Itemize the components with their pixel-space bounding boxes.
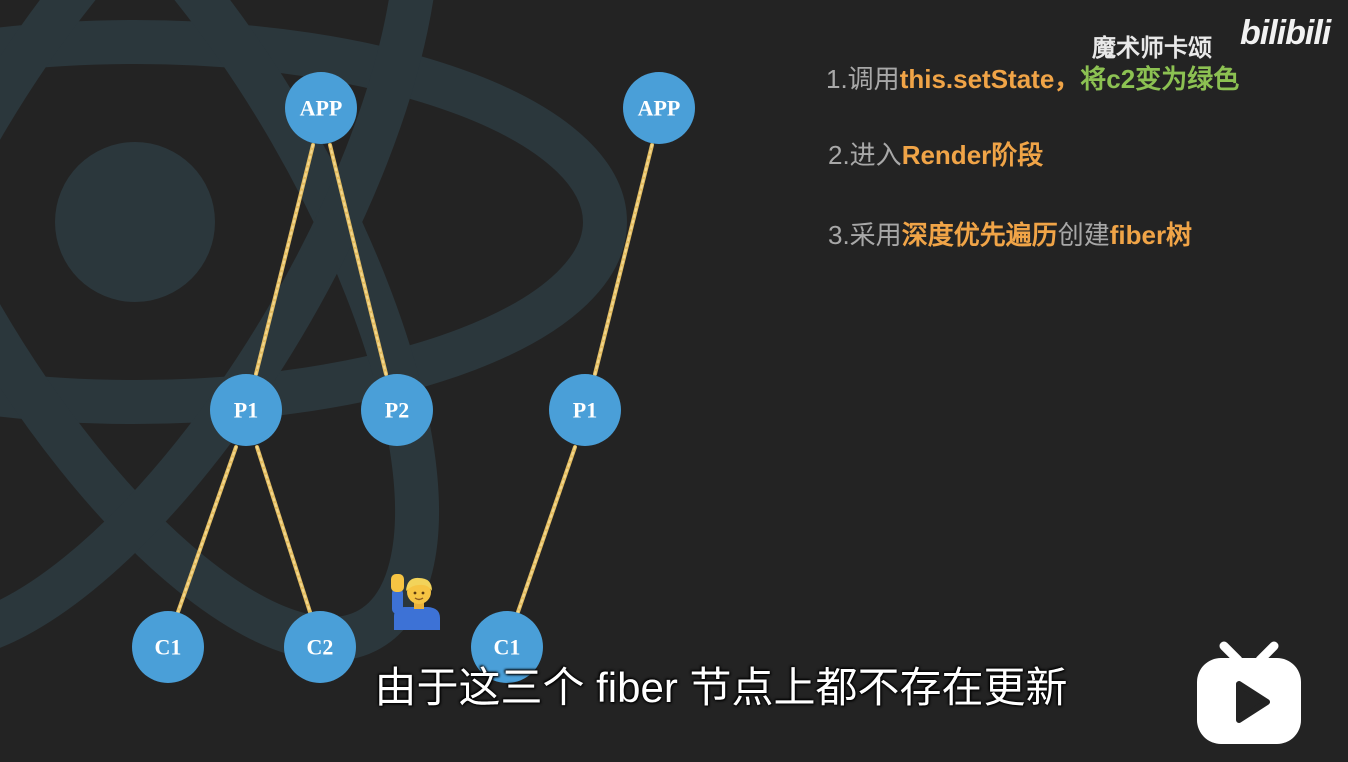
node-label: APP [300,96,343,121]
video-subtitle: 由于这三个 fiber 节点上都不存在更新 [374,664,1068,711]
step-2: 2.进入Render阶段 [828,138,1043,172]
edge-texture [177,446,237,613]
node-label: C1 [155,635,182,660]
node-label: C1 [494,635,521,660]
node-label: C2 [307,635,334,660]
step-2-prefix: 2.进入 [828,140,902,170]
step-3-prefix: 3.采用 [828,220,902,250]
step-3-verb: 创建 [1057,220,1110,250]
tree-right: APP P1 C1 [471,72,695,683]
edge-texture [517,446,576,613]
node-p2: P2 [361,374,433,446]
edge-app-p2 [328,143,388,376]
node-app-left: APP [285,72,357,144]
bilibili-tv-icon [1197,641,1301,744]
step-3-fiber-tree: fiber树 [1109,220,1193,250]
edge-app-p1-right [593,143,654,376]
node-label: P2 [385,398,409,423]
step-3-traversal: 深度优先遍历 [901,220,1058,250]
tree-edges [176,143,654,614]
tree-left: APP P1 P2 C1 C2 [132,72,433,683]
node-label: P1 [573,398,597,423]
step-2-phase: Render阶段 [901,140,1044,170]
edge-app-p1-left [254,143,315,376]
step-1-prefix: 1.调用 [826,64,900,94]
step-3: 3.采用深度优先遍历创建fiber树 [828,218,1192,252]
edge-texture [256,446,311,613]
node-c1-left: C1 [132,611,204,683]
step-1-effect: 将c2变为绿色 [1080,64,1240,94]
node-p1-left: P1 [210,374,282,446]
node-c2: C2 [284,611,356,683]
step-1-method: this.setState， [899,64,1081,94]
node-app-right: APP [623,72,695,144]
node-c1-right: C1 [471,611,543,683]
bilibili-logo: bilibili [1240,14,1331,52]
node-label: APP [638,96,681,121]
step-1: 1.调用this.setState，将c2变为绿色 [826,62,1239,96]
person-raising-hand-icon [391,574,440,630]
watermark-author: 魔术师卡颂 [1092,35,1212,62]
node-p1-right: P1 [549,374,621,446]
node-label: P1 [234,398,258,423]
